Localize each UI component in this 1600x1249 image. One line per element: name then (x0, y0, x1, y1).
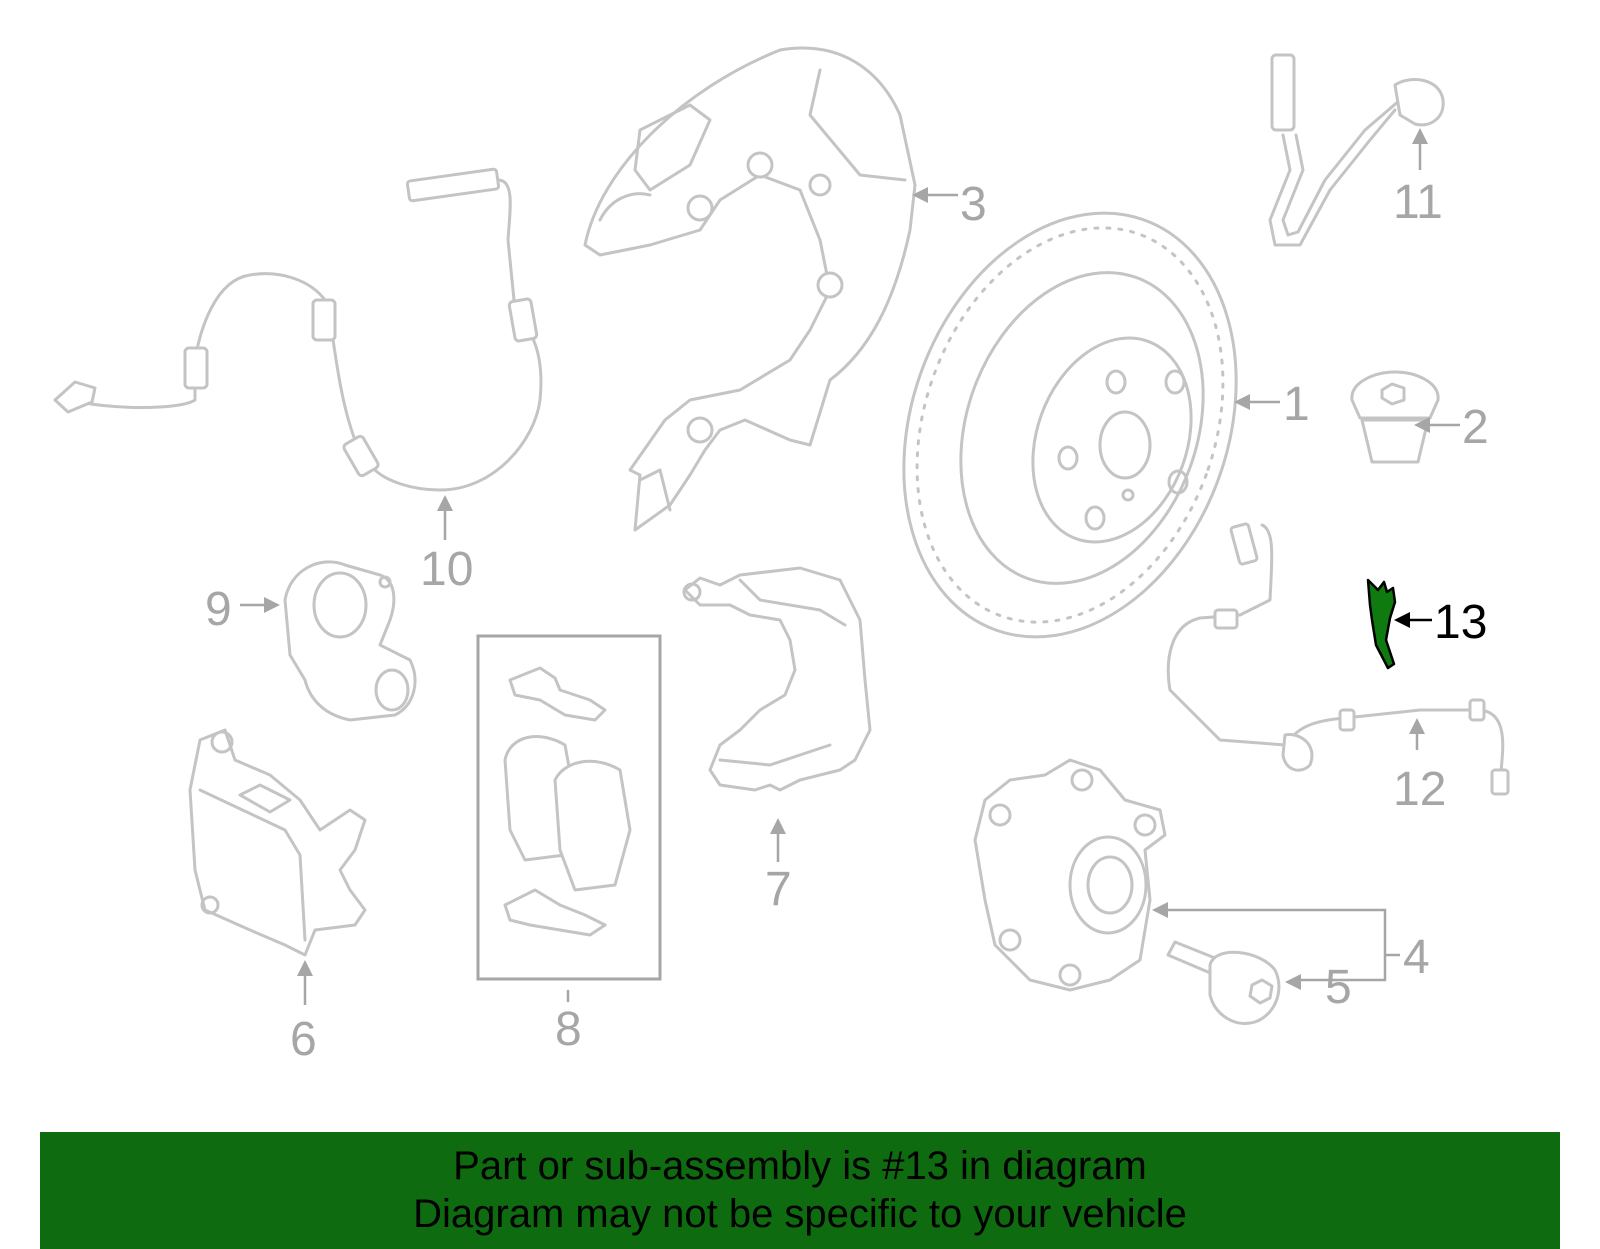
callout-13: 13 (1434, 596, 1487, 649)
part-12-speed-sensor[interactable] (1166, 522, 1510, 796)
callout-7: 7 (765, 863, 792, 916)
callout-10: 10 (420, 543, 473, 596)
callout-5: 5 (1325, 961, 1352, 1014)
banner-line-1: Part or sub-assembly is #13 in diagram (453, 1144, 1147, 1188)
part-9-brake-motor[interactable] (283, 560, 417, 722)
callout-6: 6 (290, 1013, 317, 1066)
part-7-caliper-carrier[interactable] (682, 566, 872, 792)
part-3-dust-shield[interactable] (583, 46, 917, 532)
callout-12: 12 (1393, 763, 1446, 816)
banner-line-2: Diagram may not be specific to your vehi… (413, 1192, 1187, 1236)
callout-2: 2 (1462, 401, 1489, 454)
callout-4: 4 (1403, 931, 1430, 984)
part-2-bolt[interactable] (1350, 370, 1440, 464)
part-10-speed-sensor-harness[interactable] (53, 167, 543, 492)
info-banner: Part or sub-assembly is #13 in diagram D… (40, 1132, 1560, 1249)
callout-9: 9 (205, 583, 232, 636)
part-1-brake-rotor[interactable] (847, 166, 1293, 684)
part-11-wear-sensor[interactable] (1268, 53, 1445, 247)
part-6-caliper[interactable] (188, 728, 367, 957)
part-8-brake-pad-kit[interactable] (476, 634, 662, 981)
callout-8: 8 (555, 1003, 582, 1056)
callout-11: 11 (1393, 176, 1443, 229)
part-4-wheel-hub[interactable] (973, 758, 1167, 992)
part-5-wheel-bolt[interactable] (1166, 940, 1281, 1025)
callout-3: 3 (960, 178, 987, 231)
callout-1: 1 (1283, 378, 1310, 431)
part-13-clip-highlighted[interactable] (1366, 578, 1397, 670)
